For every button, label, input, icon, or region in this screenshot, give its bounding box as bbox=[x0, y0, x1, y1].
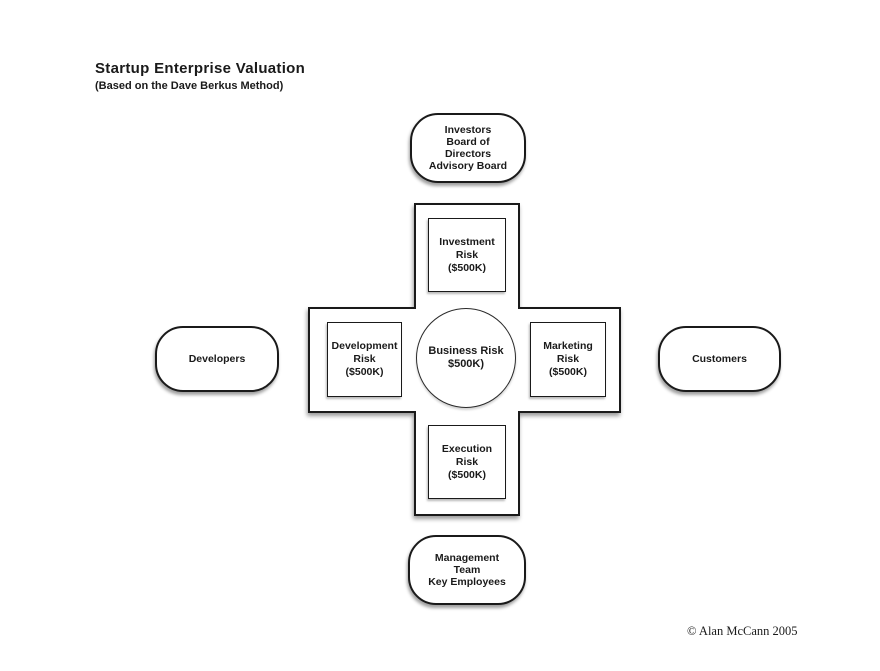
node-customers: Customers bbox=[658, 326, 781, 392]
risk-box-marketing-label: Marketing Risk ($500K) bbox=[543, 340, 593, 378]
page-title: Startup Enterprise Valuation bbox=[95, 60, 306, 77]
risk-box-execution-label: Execution Risk ($500K) bbox=[441, 442, 493, 481]
node-management-team-label: Management Team Key Employees bbox=[428, 552, 506, 588]
node-investors-board-label: Investors Board of Directors Advisory Bo… bbox=[428, 124, 508, 172]
business-risk-label: Business Risk $500K) bbox=[428, 345, 504, 370]
node-investors-board: Investors Board of Directors Advisory Bo… bbox=[410, 113, 526, 183]
risk-box-development: Development Risk ($500K) bbox=[327, 322, 402, 397]
copyright-notice: © Alan McCann 2005 bbox=[687, 624, 798, 638]
risk-box-execution: Execution Risk ($500K) bbox=[428, 425, 506, 499]
node-developers: Developers bbox=[155, 326, 279, 392]
business-risk-circle: Business Risk $500K) bbox=[416, 308, 516, 408]
risk-box-investment: Investment Risk ($500K) bbox=[428, 218, 506, 292]
risk-box-development-label: Development Risk ($500K) bbox=[331, 340, 398, 378]
risk-box-investment-label: Investment Risk ($500K) bbox=[439, 235, 495, 274]
node-customers-label: Customers bbox=[692, 353, 747, 365]
node-management-team: Management Team Key Employees bbox=[408, 535, 526, 605]
page-subtitle: (Based on the Dave Berkus Method) bbox=[95, 80, 284, 92]
diagram-title-block: Startup Enterprise Valuation (Based on t… bbox=[95, 60, 305, 92]
risk-box-marketing: Marketing Risk ($500K) bbox=[530, 322, 606, 397]
node-developers-label: Developers bbox=[188, 353, 246, 365]
